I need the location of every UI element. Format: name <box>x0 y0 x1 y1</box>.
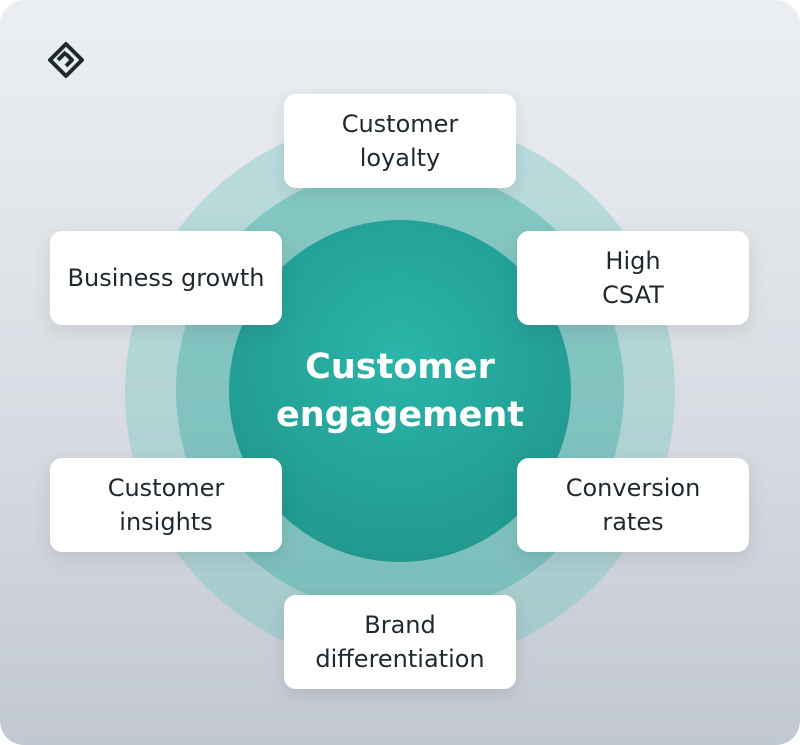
card-label: Business growth <box>67 264 265 292</box>
card-label: Brand differentiation <box>315 611 485 673</box>
card-high-csat: High CSAT <box>517 231 749 325</box>
card-conversion-rates: Conversion rates <box>517 458 749 552</box>
card-business-growth: Business growth <box>50 231 282 325</box>
diamond-logo-icon <box>48 42 84 78</box>
card-label: Customer insights <box>107 474 225 536</box>
core-circle <box>229 220 571 562</box>
card-label: Customer loyalty <box>341 110 459 172</box>
card-brand-differentiation: Brand differentiation <box>284 595 516 689</box>
center-title: Customer engagement <box>276 347 524 435</box>
card-customer-loyalty: Customer loyalty <box>284 94 516 188</box>
card-label: Conversion rates <box>565 474 701 536</box>
card-customer-insights: Customer insights <box>50 458 282 552</box>
card-label: High CSAT <box>602 247 664 309</box>
